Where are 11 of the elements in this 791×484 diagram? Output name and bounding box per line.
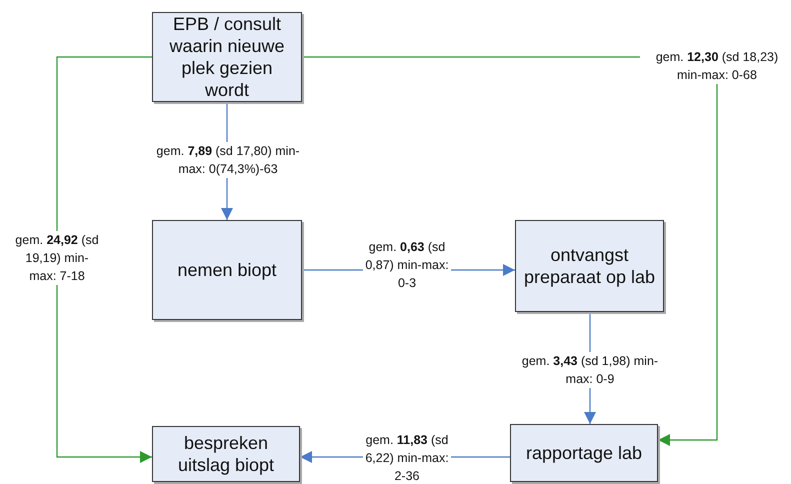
process-box <box>515 220 664 312</box>
arrow <box>56 56 152 463</box>
node-label: EPB / consult waarin nieuwe plek gezien wordt <box>168 13 286 101</box>
process-box <box>510 424 658 482</box>
node-label: ontvangst preparaat op lab <box>522 244 656 288</box>
node-label: nemen biopt <box>177 259 277 281</box>
process-box <box>152 12 302 102</box>
process-box <box>152 426 300 482</box>
node-label: rapportage lab <box>526 442 642 464</box>
process-box <box>152 220 302 320</box>
node-label: bespreken uitslag biopt <box>176 432 276 476</box>
